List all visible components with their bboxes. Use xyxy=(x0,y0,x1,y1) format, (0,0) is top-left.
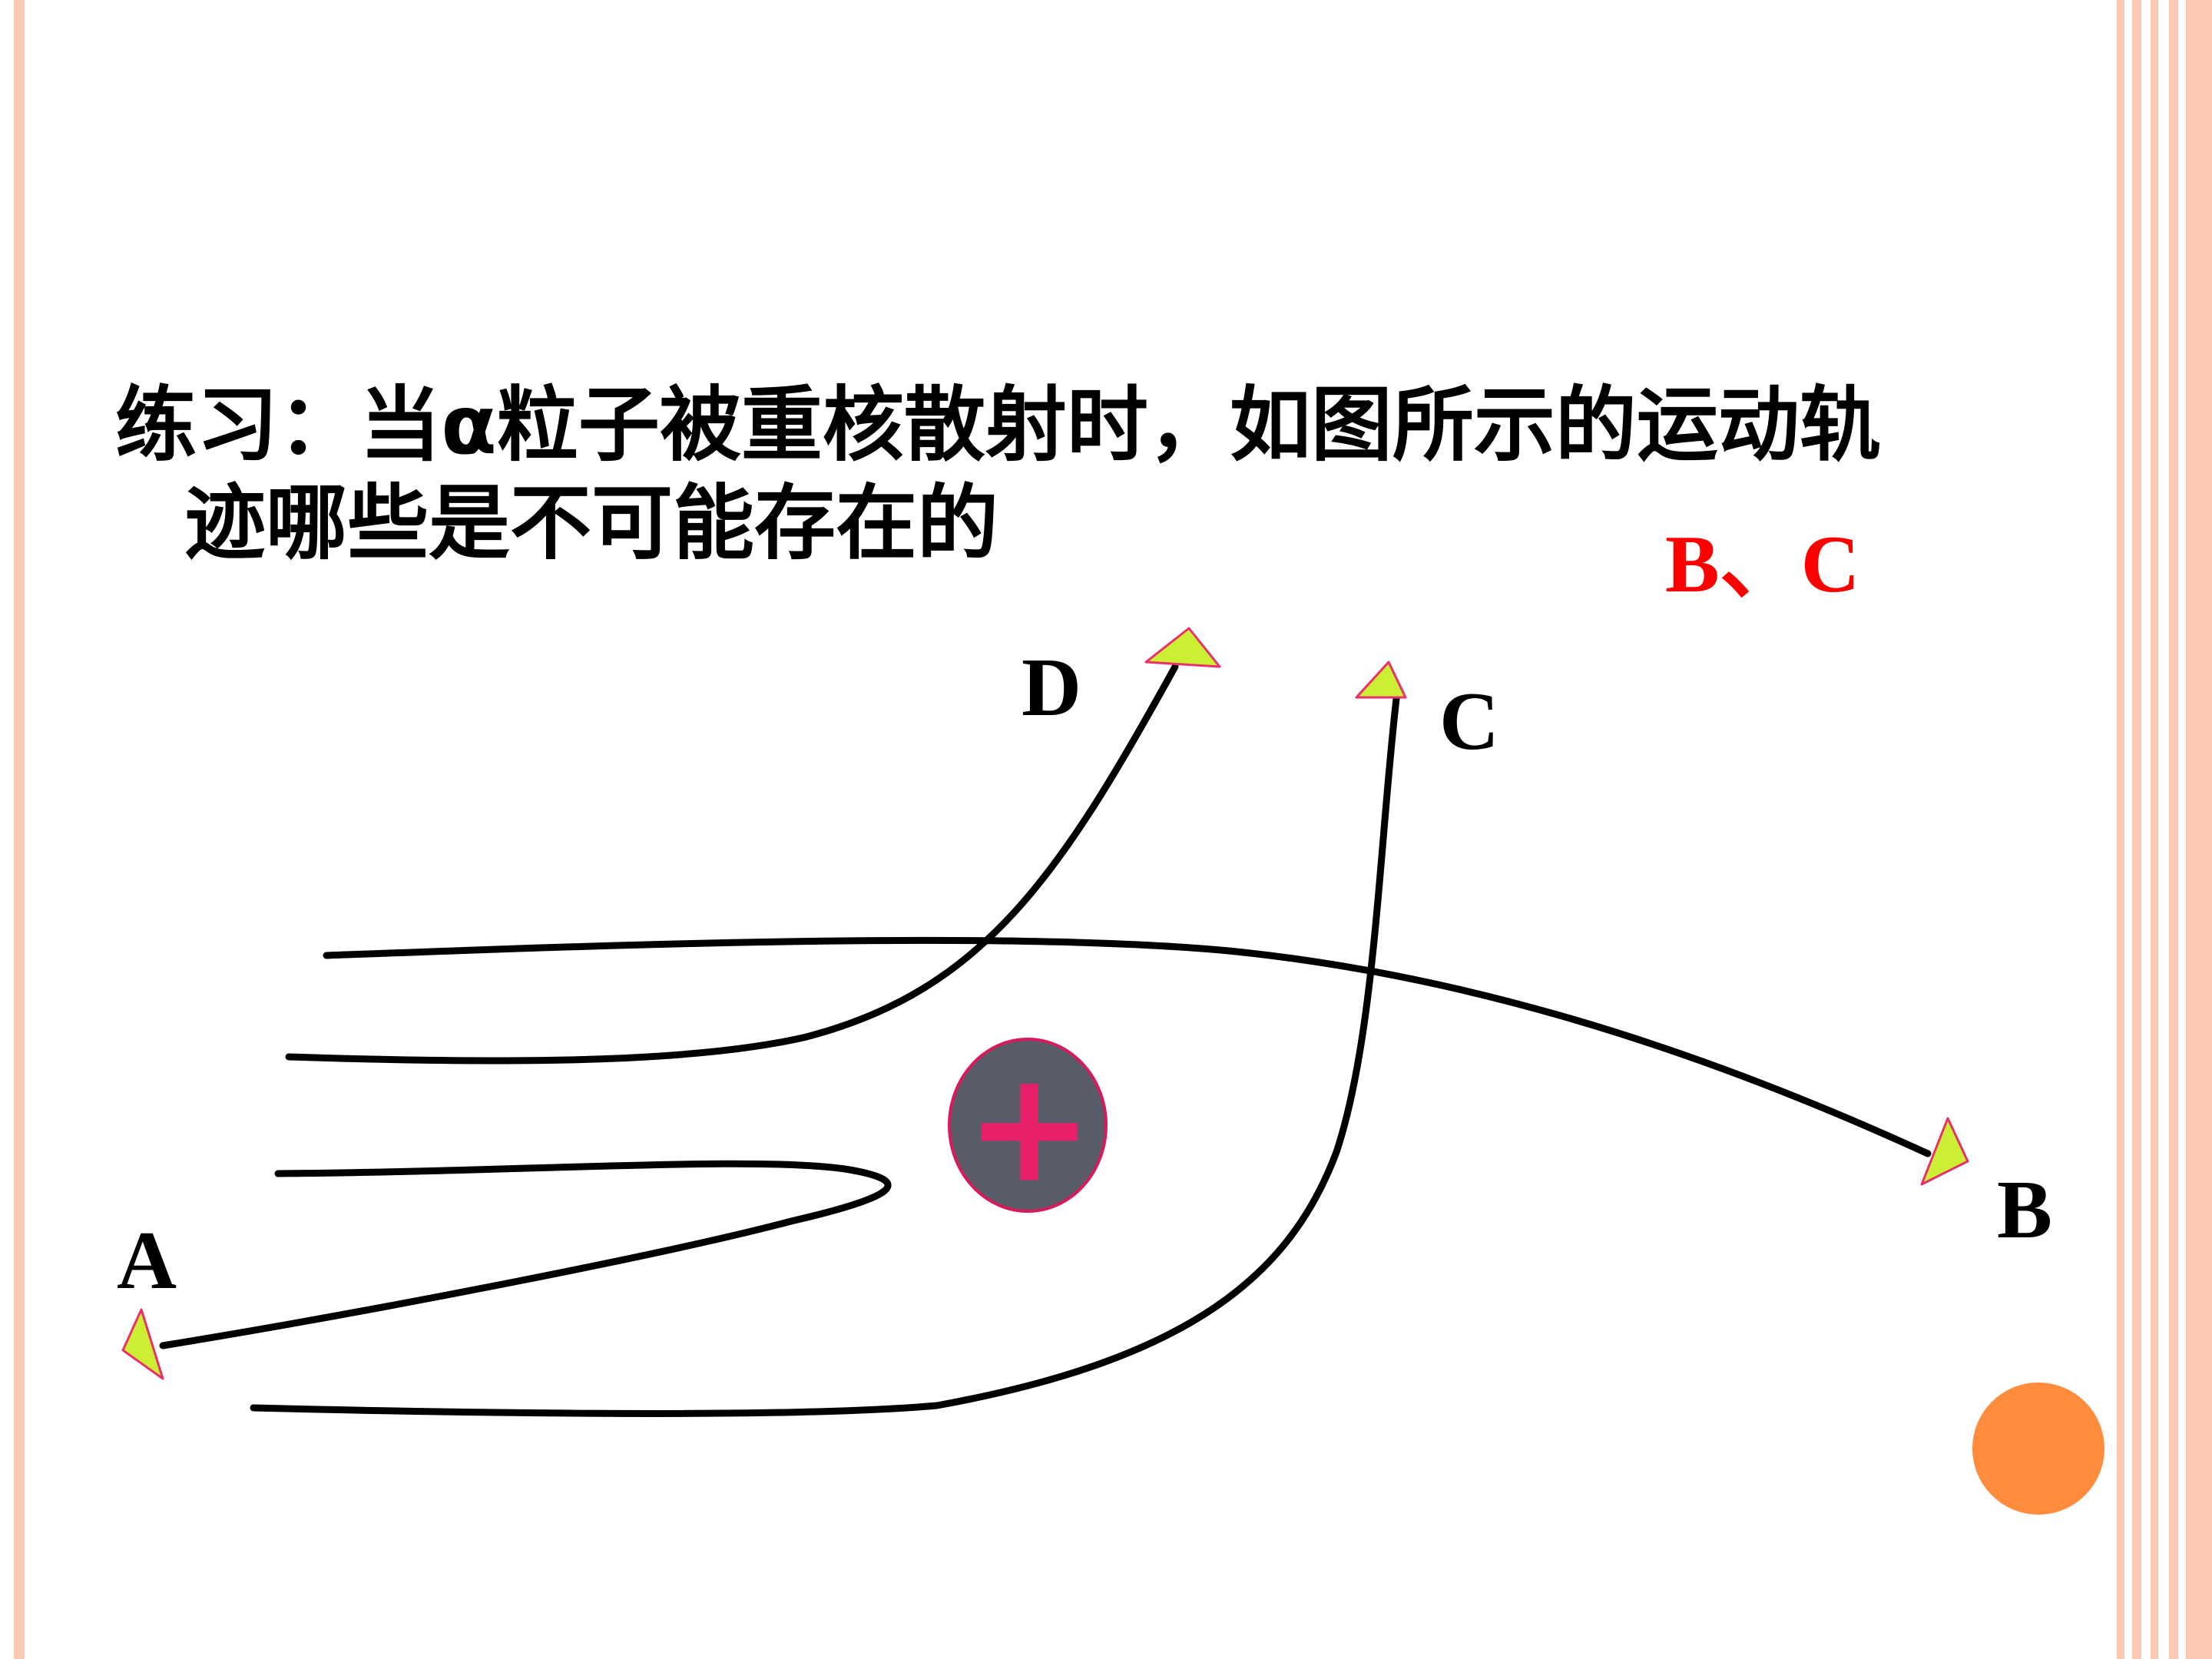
right-border-stripe xyxy=(2186,0,2212,1659)
trajectory-d-path xyxy=(285,663,1179,1065)
right-border-stripe xyxy=(2132,0,2141,1659)
answer-text: B、C xyxy=(1665,519,1860,609)
decoration-circle xyxy=(1972,1382,2104,1515)
question-line-2: 迹哪些是不可能存在的 xyxy=(184,476,998,571)
trajectory-b-path xyxy=(323,936,1932,1157)
arrowhead-d xyxy=(1144,627,1221,668)
arrowhead-a xyxy=(121,1308,164,1380)
arrowhead-c xyxy=(1355,661,1407,699)
nucleus-plus-symbol: + xyxy=(965,1038,1094,1217)
trajectory-label-c: C xyxy=(1439,676,1499,767)
left-border-stripe xyxy=(14,0,25,1659)
trajectory-c-path xyxy=(250,695,1400,1417)
trajectory-label-b: B xyxy=(1997,1164,2053,1256)
trajectory-a-path xyxy=(159,1160,892,1349)
right-border-stripe xyxy=(2117,0,2124,1659)
right-border-stripe xyxy=(2169,0,2178,1659)
question-text: 练习：当α粒子被重核散射时，如图所示的运动轨 迹哪些是不可能存在的 xyxy=(115,376,2020,573)
right-border-stripe xyxy=(2151,0,2158,1659)
trajectory-label-a: A xyxy=(117,1215,177,1306)
nucleus-circle xyxy=(948,1038,1108,1213)
arrowhead-b xyxy=(1920,1117,1969,1186)
nucleus: + xyxy=(948,1038,1108,1217)
question-line-1: 练习：当α粒子被重核散射时，如图所示的运动轨 xyxy=(115,378,1881,472)
slide-frame xyxy=(14,0,2212,1659)
trajectory-label-d: D xyxy=(1022,642,1081,733)
